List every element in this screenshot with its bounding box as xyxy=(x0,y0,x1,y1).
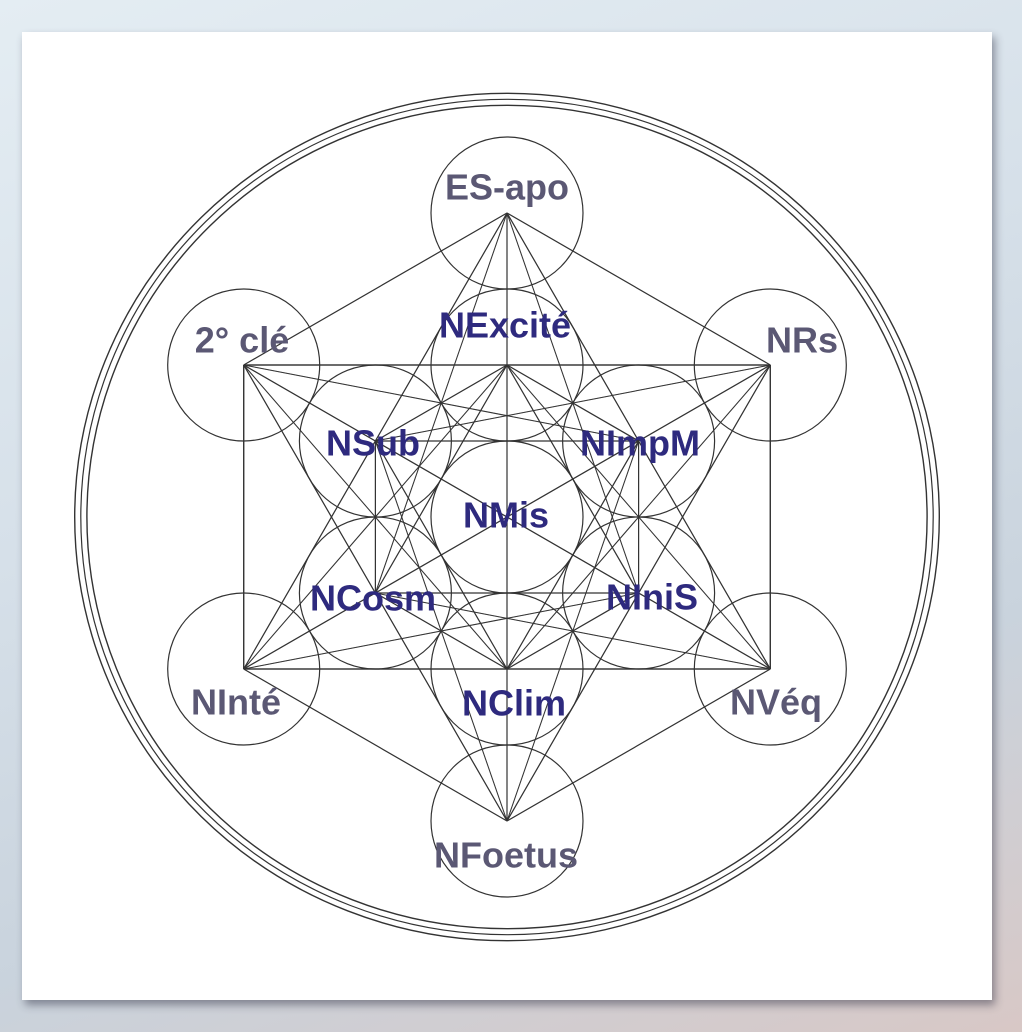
spoke xyxy=(506,516,771,670)
node-circle xyxy=(693,288,847,442)
spoke xyxy=(506,364,771,518)
node-label-upper-right: NRs xyxy=(766,320,838,361)
node-label-lower-right: NVéq xyxy=(730,682,822,723)
node-label-inner-top: NExcité xyxy=(439,305,571,346)
node-circle xyxy=(430,136,584,290)
node-label-inner-upper-right: NImpM xyxy=(580,423,700,464)
outer-hexagon-edge xyxy=(506,212,771,366)
outer-ring xyxy=(74,92,940,942)
outer-hexagon-edge xyxy=(243,668,508,822)
node-circle xyxy=(167,288,321,442)
node-label-inner-lower-right: NIniS xyxy=(606,577,698,618)
outer-hexagon-edge xyxy=(506,668,771,822)
node-label-inner-upper-left: NSub xyxy=(326,423,420,464)
spoke xyxy=(243,364,508,518)
outer-ring xyxy=(86,104,928,930)
spoke xyxy=(243,516,508,670)
node-label-bottom: NFoetus xyxy=(434,835,578,876)
outer-hexagon-edge xyxy=(243,212,508,366)
node-label-top: ES-apo xyxy=(445,167,569,208)
node-circle xyxy=(693,592,847,746)
outer-ring xyxy=(80,98,934,936)
node-label-inner-bottom: NClim xyxy=(462,683,566,724)
node-label-upper-left: 2° clé xyxy=(195,320,289,361)
node-circle xyxy=(430,744,584,898)
node-circle xyxy=(298,364,452,518)
node-label-inner-lower-left: NCosm xyxy=(310,578,436,619)
node-circle xyxy=(167,592,321,746)
node-label-center: NMis xyxy=(463,495,549,536)
node-circle xyxy=(561,516,716,670)
node-label-lower-left: NInté xyxy=(191,682,281,723)
node-circles xyxy=(167,136,847,898)
outer-rings xyxy=(74,92,940,942)
